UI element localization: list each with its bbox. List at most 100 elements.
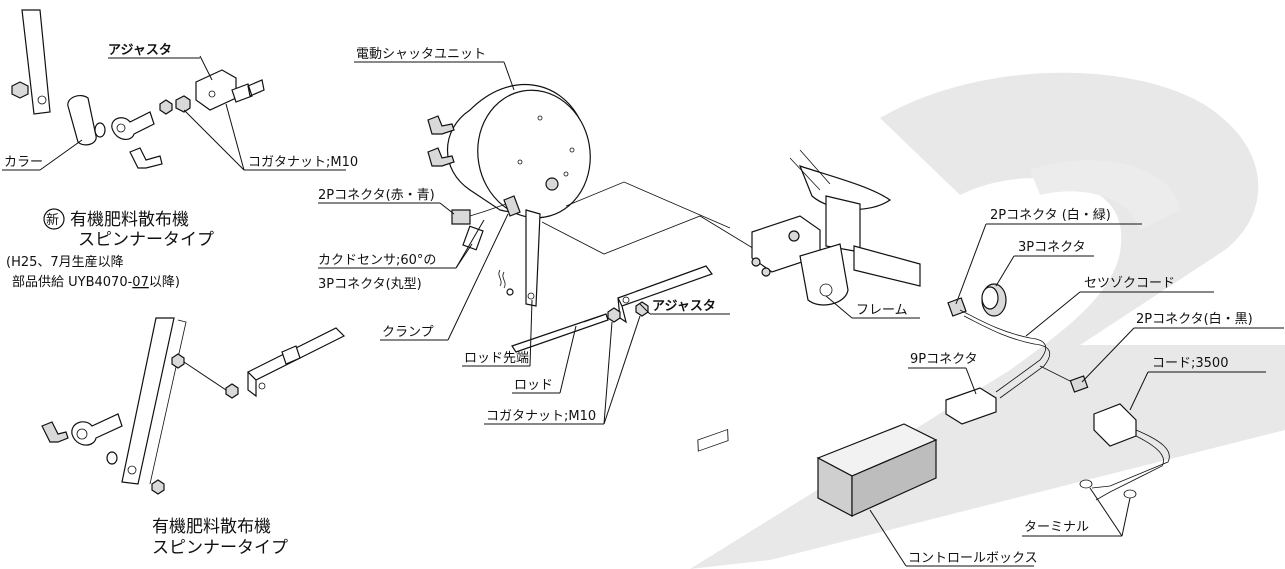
nut-b-top — [175, 95, 191, 113]
leader-nut-mid-b — [603, 315, 641, 425]
leader-nut-top-b — [225, 103, 245, 171]
control-box-display — [697, 428, 729, 452]
cord-long — [1091, 429, 1170, 489]
frame-hole-lower — [127, 465, 137, 475]
label-connector-3p-round: 3Pコネクタ(丸型) — [318, 277, 422, 292]
shutter-screw-2 — [569, 147, 575, 153]
nut-mid-a — [607, 307, 621, 323]
control-box-side — [851, 439, 937, 517]
connector-2p-red-blue — [451, 209, 471, 225]
washer-top — [94, 122, 106, 138]
link-line-lower — [541, 215, 757, 255]
lower-caption: 有機肥料散布機 スピンナータイプ — [152, 517, 288, 558]
upper-caption-line4-suffix: 以降) — [149, 275, 180, 290]
leader-terminal-1 — [1089, 487, 1123, 537]
label-3p: 3Pコネクタ — [1018, 240, 1086, 255]
shutter-screw-3 — [517, 159, 523, 165]
shutter-unit — [318, 61, 591, 341]
frame-bolt-3 — [761, 267, 771, 277]
nut-a-top — [159, 99, 173, 115]
connector-3p-drum-face — [981, 286, 999, 310]
cord-main — [959, 309, 1047, 393]
frame-bolt-1 — [788, 230, 800, 242]
shutter-screw-1 — [537, 115, 543, 121]
leader-adjuster-top — [199, 55, 213, 81]
leader-terminal-2 — [1121, 497, 1131, 537]
frame-bar-lower-back — [149, 319, 187, 485]
label-2p-white-green: 2Pコネクタ (白・緑) — [990, 207, 1111, 223]
cord-main-2 — [963, 315, 1051, 399]
leader-3p — [995, 255, 1015, 287]
watermark-shape — [690, 72, 1285, 569]
shutter-arm — [525, 209, 541, 307]
adjuster-bracket-top — [195, 69, 237, 111]
bolt-right-top — [231, 79, 265, 103]
upper-caption-line4-underlined: 07 — [132, 275, 149, 290]
terminal-ring-1 — [1079, 479, 1093, 489]
leader-control-box — [869, 509, 907, 567]
leader-nut-top-a — [183, 109, 245, 171]
label-adjuster-mid: アジャスタ — [652, 299, 716, 314]
shutter-arm-hole — [527, 292, 535, 300]
frame-shaft — [853, 245, 921, 287]
leader-2p-red-blue — [439, 202, 455, 215]
link-line-upper — [565, 181, 731, 229]
cord-long-2 — [1095, 435, 1164, 501]
nut-lower — [151, 479, 165, 495]
label-shutter-unit: 電動シャッタユニット — [356, 47, 486, 62]
leader-rod — [559, 325, 577, 394]
lower-left-assembly — [41, 317, 346, 495]
sensor-cable — [469, 203, 507, 217]
lower-caption-line1: 有機肥料散布機 — [152, 517, 271, 537]
upper-left-assembly — [2, 9, 346, 171]
new-badge-circle — [43, 208, 65, 230]
leader-2p-white-green — [955, 223, 987, 305]
leader-unit — [503, 61, 515, 91]
bolt-top — [129, 147, 163, 169]
leader-adjuster-mid — [639, 303, 651, 315]
leader-sensor — [455, 219, 485, 269]
lower-link-line — [183, 361, 227, 391]
upper-caption-line3: (H25、7月生産以降 — [6, 254, 124, 270]
control-assembly — [697, 223, 1284, 567]
bolt-lower-left — [41, 421, 69, 443]
label-nut-top: コガタナット;M10 — [248, 155, 358, 170]
washer-lower — [106, 451, 118, 465]
frame-bolt-2 — [751, 257, 761, 267]
leader-connection-cord — [1025, 291, 1081, 337]
new-badge-label: 新 — [46, 212, 59, 228]
leader-nut-mid-a — [603, 321, 613, 425]
adjuster-hole-top — [208, 90, 216, 98]
label-control-box: コントロールボックス — [908, 551, 1038, 566]
label-sensor: カクドセンサ;60°の — [318, 253, 436, 268]
frame-upright — [789, 149, 831, 191]
upper-caption-line4: 部品供給 UYB4070-07以降) — [12, 275, 180, 290]
shutter-unit-face — [477, 89, 591, 219]
label-terminal: ターミナル — [1024, 520, 1089, 535]
adjuster-mid-hole — [622, 296, 630, 304]
leader-frame — [825, 295, 853, 319]
watermark-arc — [1030, 160, 1180, 230]
label-cord: コード;3500 — [1152, 356, 1228, 371]
frame-post — [825, 195, 861, 253]
nut-mid-b — [635, 301, 649, 317]
leader-collar — [39, 139, 83, 171]
leader-3p-round — [455, 243, 473, 269]
adjuster-plate-lower — [246, 327, 346, 398]
label-connection-cord: セツゾクコード — [1084, 276, 1175, 291]
bolt-lower-right — [281, 345, 301, 365]
label-clamp: クランプ — [382, 325, 434, 340]
label-9p: 9Pコネクタ — [910, 352, 978, 367]
connector-2p-white-green — [947, 297, 967, 317]
rod-clip — [498, 269, 506, 289]
shutter-screw-4 — [563, 171, 569, 177]
shutter-unit-hub — [545, 177, 559, 191]
label-rod: ロッド — [514, 378, 553, 393]
collar-part — [67, 94, 97, 146]
rod-thread — [583, 314, 605, 323]
label-nut-mid: コガタナット;M10 — [486, 409, 596, 424]
lower-caption-line2: スピンナータイプ — [152, 538, 288, 558]
leader-clamp — [447, 213, 509, 341]
label-frame: フレーム — [856, 303, 908, 318]
